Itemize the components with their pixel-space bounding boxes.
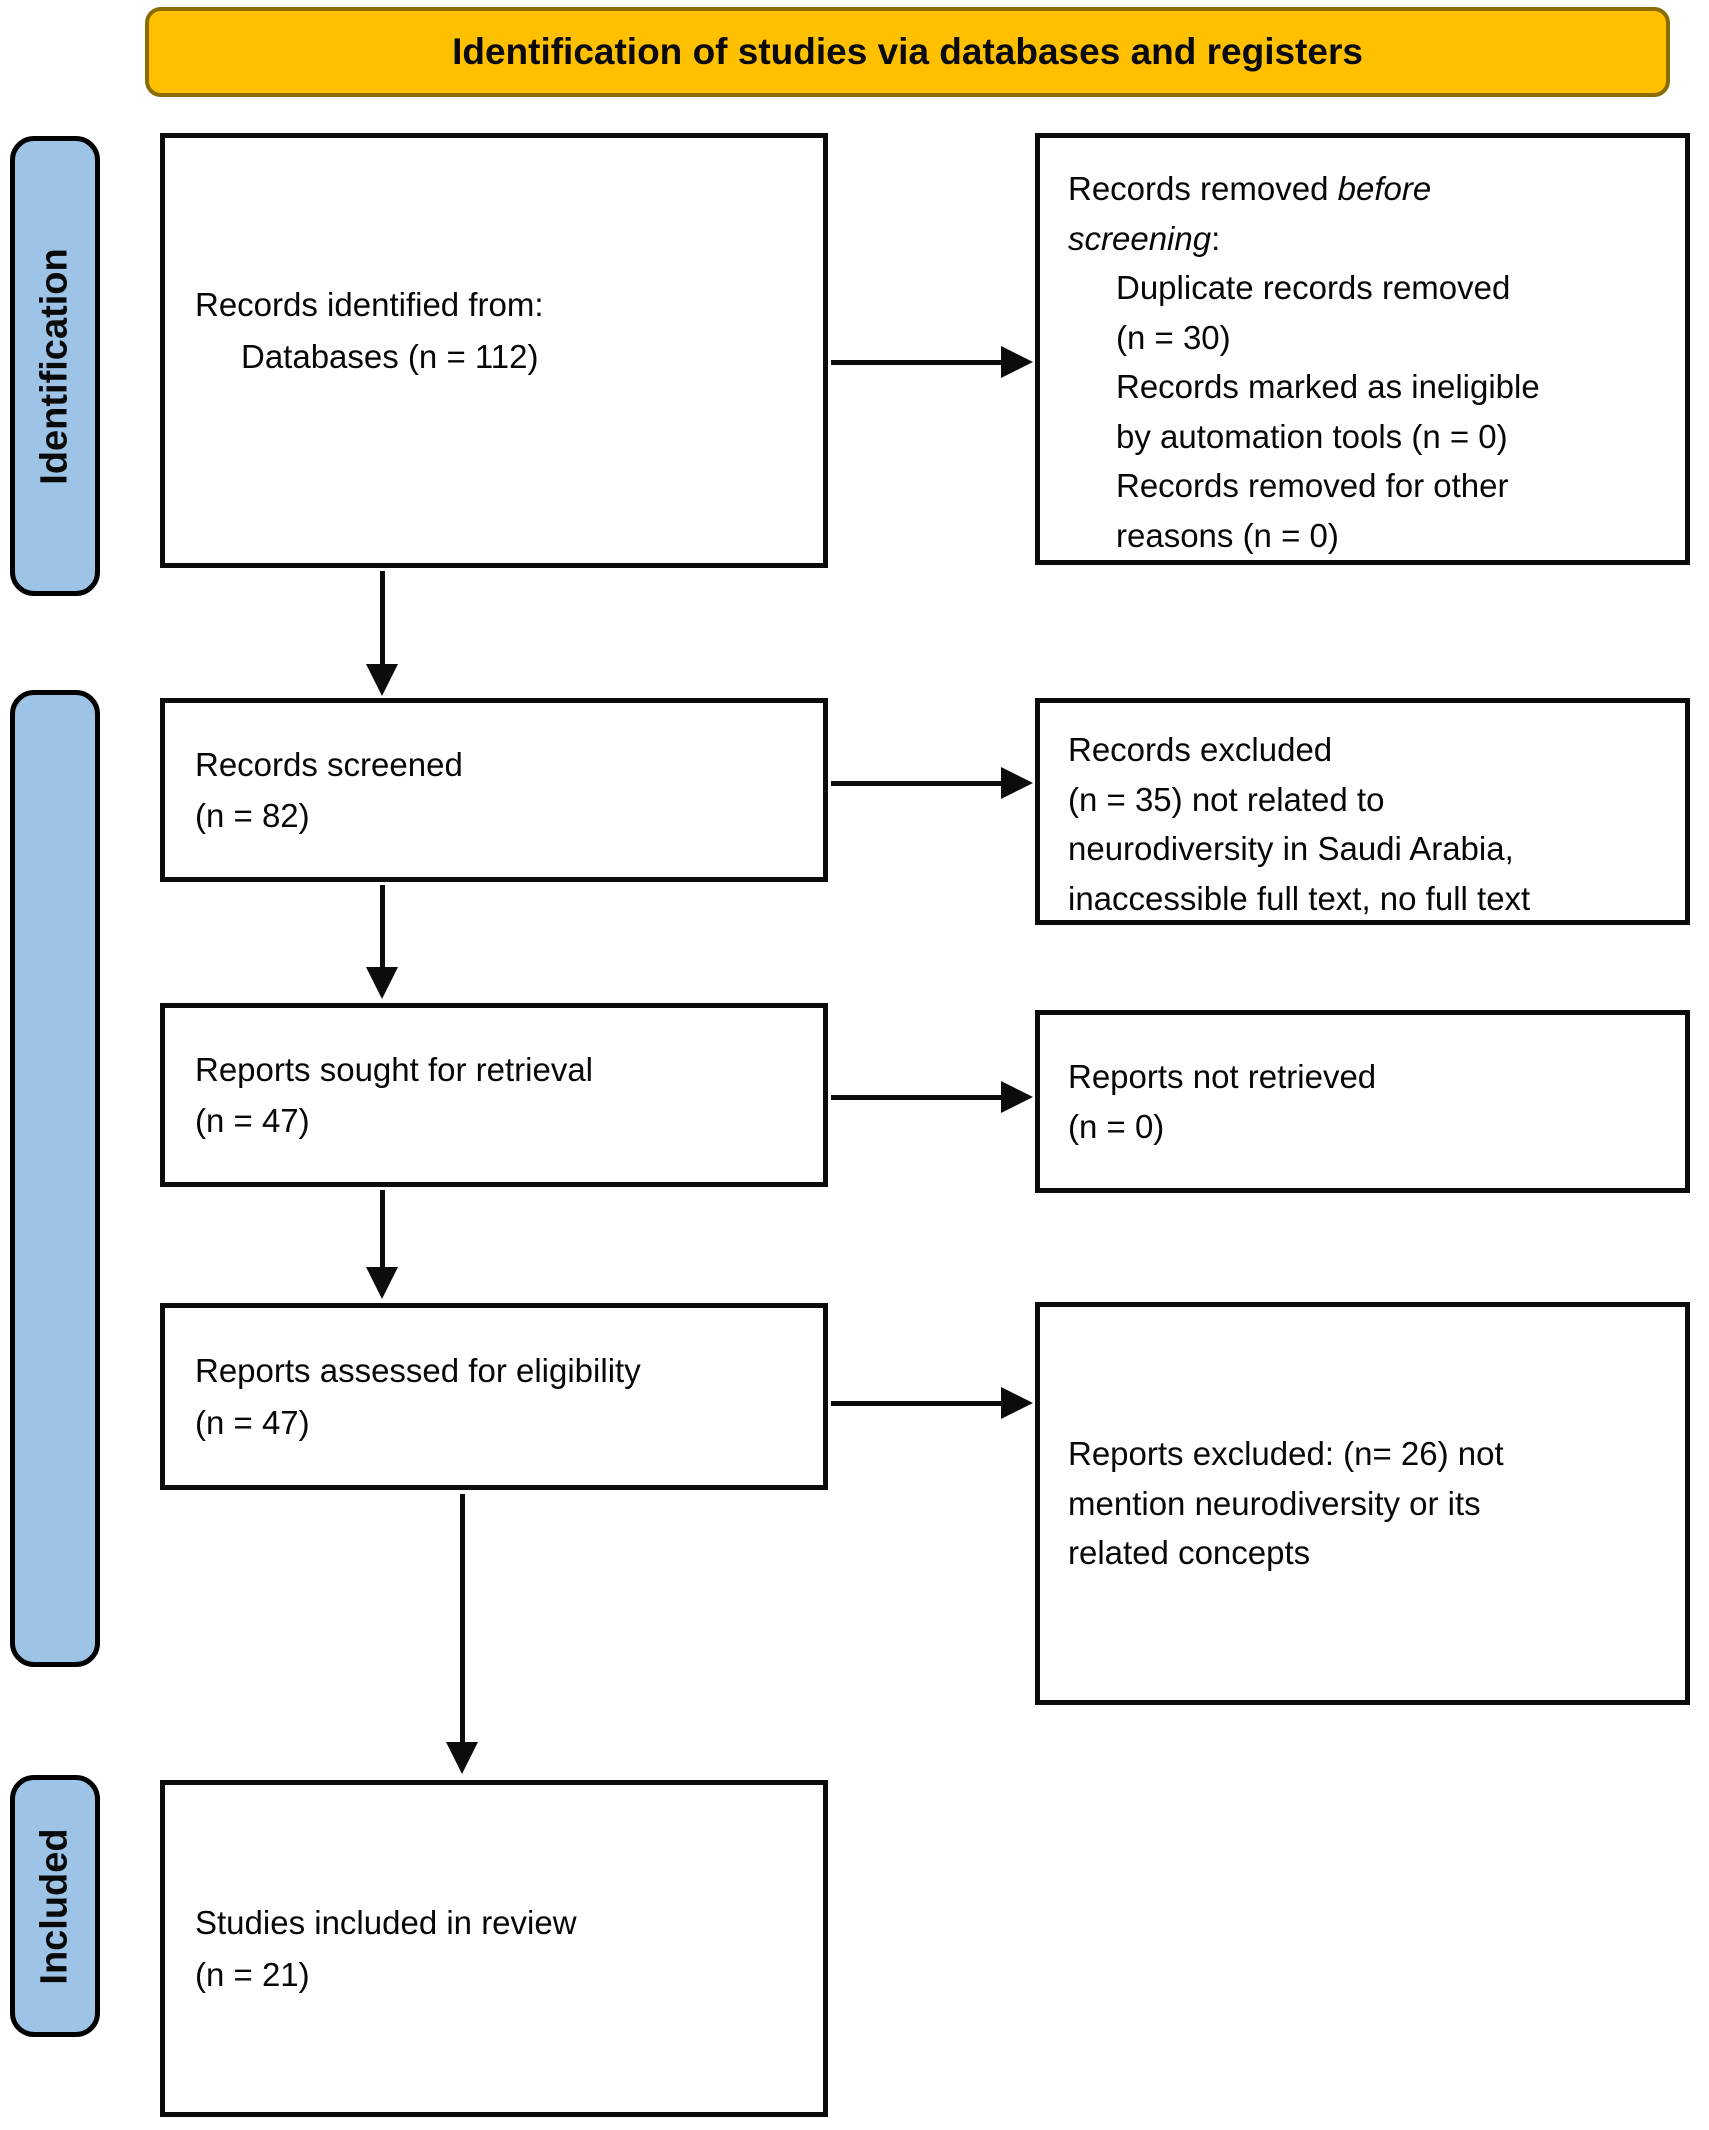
- node-records-excluded: Records excluded (n = 35) not related to…: [1035, 698, 1690, 925]
- node-studies-included: Studies included in review (n = 21): [160, 1780, 828, 2117]
- reports-sought-line1: Reports sought for retrieval: [195, 1050, 594, 1088]
- node-reports-excluded: Reports excluded: (n= 26) not mention ne…: [1035, 1302, 1690, 1705]
- node-records-screened: Records screened (n = 82): [160, 698, 828, 882]
- records-identified-line2: Databases (n = 112): [241, 337, 539, 375]
- records-excluded-line: (n = 35) not related to: [1068, 780, 1385, 818]
- not-retrieved-line: (n = 0): [1068, 1107, 1165, 1145]
- diagram-title: Identification of studies via databases …: [452, 31, 1363, 72]
- stage-identification-label: Identification: [33, 247, 76, 485]
- records-excluded-line: Records excluded: [1068, 731, 1333, 768]
- stage-screening: [10, 690, 100, 1667]
- stage-included: Included: [10, 1775, 100, 2037]
- records-identified-line1: Records identified from:: [195, 286, 544, 324]
- not-retrieved-line: Reports not retrieved: [1068, 1058, 1377, 1095]
- reports-assessed-line2: (n = 47): [195, 1403, 310, 1441]
- node-records-identified: Records identified from: Databases (n = …: [160, 133, 828, 568]
- reports-excluded-line: Reports excluded: (n= 26) not: [1068, 1435, 1504, 1473]
- arrow-head-right-icon: [1001, 346, 1033, 378]
- records-excluded-line: neurodiversity in Saudi Arabia,: [1068, 830, 1514, 867]
- records-screened-line2: (n = 82): [195, 797, 310, 834]
- node-records-removed-before-screening: Records removed before screening: Duplic…: [1035, 133, 1690, 565]
- removed-item: (n = 30): [1116, 318, 1231, 356]
- removed-item: Records marked as ineligible: [1116, 368, 1540, 405]
- reports-excluded-line: related concepts: [1068, 1534, 1311, 1572]
- arrow-head-down-icon: [366, 664, 398, 696]
- node-reports-assessed: Reports assessed for eligibility (n = 47…: [160, 1303, 828, 1490]
- removed-item: Duplicate records removed: [1116, 269, 1511, 306]
- removed-intro-line2: screening:: [1068, 219, 1221, 257]
- stage-identification: Identification: [10, 136, 100, 596]
- stage-included-label: Included: [33, 1827, 76, 1985]
- arrow-head-right-icon: [1001, 1387, 1033, 1419]
- arrow-head-down-icon: [446, 1742, 478, 1774]
- arrow-head-down-icon: [366, 1267, 398, 1299]
- reports-sought-line2: (n = 47): [195, 1102, 310, 1139]
- reports-assessed-line1: Reports assessed for eligibility: [195, 1352, 641, 1390]
- removed-item: Records removed for other: [1116, 467, 1509, 504]
- node-reports-sought: Reports sought for retrieval (n = 47): [160, 1003, 828, 1187]
- diagram-title-banner: Identification of studies via databases …: [145, 7, 1670, 97]
- arrow-head-right-icon: [1001, 767, 1033, 799]
- records-screened-line1: Records screened: [195, 745, 463, 783]
- records-excluded-line: inaccessible full text, no full text: [1068, 879, 1531, 917]
- reports-excluded-line: mention neurodiversity or its: [1068, 1484, 1481, 1522]
- studies-included-line2: (n = 21): [195, 1955, 310, 1993]
- removed-item: by automation tools (n = 0): [1116, 417, 1508, 455]
- node-reports-not-retrieved: Reports not retrieved (n = 0): [1035, 1010, 1690, 1193]
- removed-intro-line1: Records removed before: [1068, 170, 1432, 207]
- arrow-head-down-icon: [366, 967, 398, 999]
- studies-included-line1: Studies included in review: [195, 1904, 577, 1942]
- arrow-head-right-icon: [1001, 1081, 1033, 1113]
- removed-item: reasons (n = 0): [1116, 516, 1339, 554]
